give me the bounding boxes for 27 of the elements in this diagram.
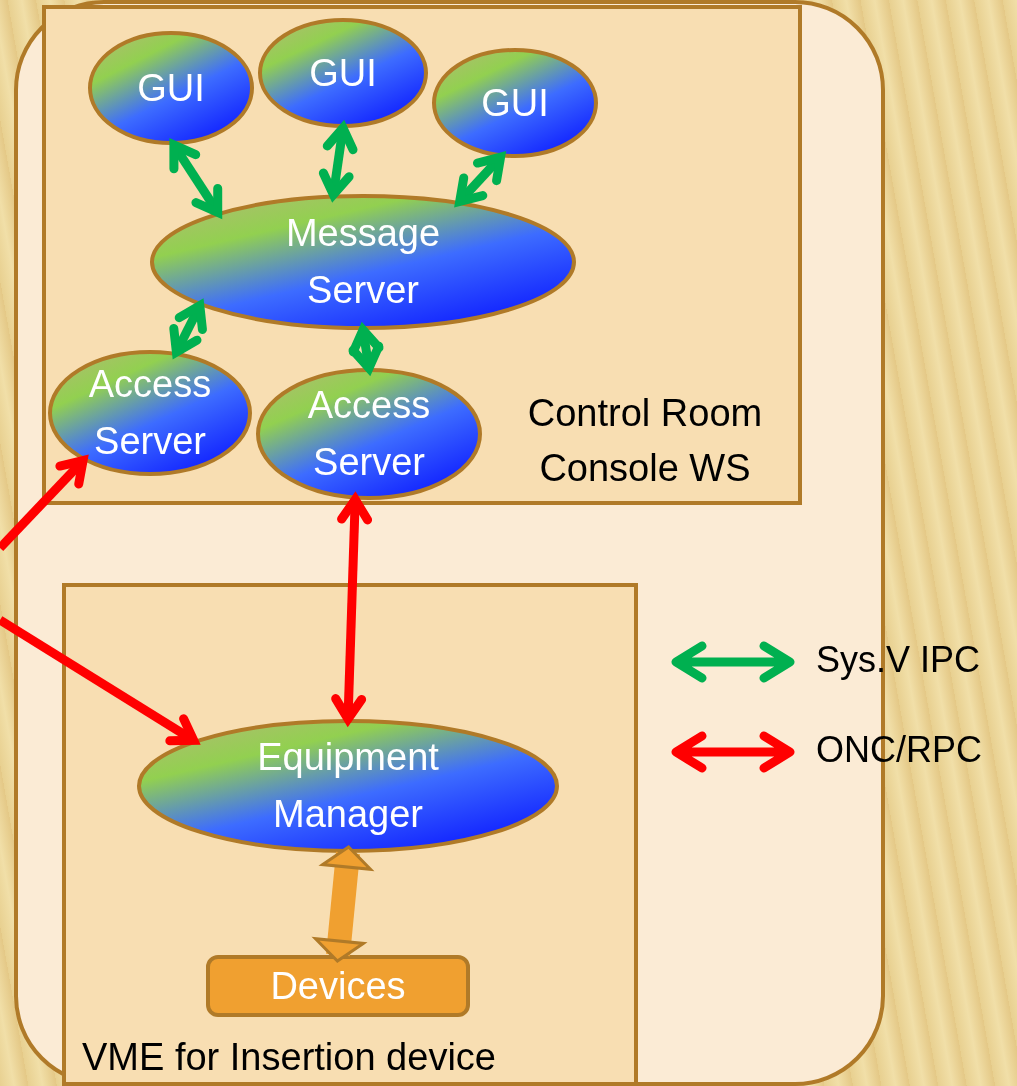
group-label: VME for Insertion device — [82, 1035, 497, 1080]
node-label: Devices — [270, 963, 406, 1009]
node-label: GUI — [480, 80, 550, 126]
process-ellipse — [258, 18, 428, 128]
arrow — [169, 140, 223, 217]
arrow — [0, 456, 88, 552]
legend-label: ONC/RPC — [816, 729, 982, 771]
device-box — [206, 955, 470, 1017]
node-label: Access Server — [87, 362, 213, 464]
group-label: Control Room Console WS — [526, 391, 764, 492]
node-label: GUI — [308, 50, 378, 96]
process-ellipse — [137, 719, 559, 853]
node-label: Message Server — [284, 211, 442, 313]
node-label: Equipment Manager — [256, 735, 440, 837]
process-ellipse — [256, 368, 482, 500]
block-arrow — [314, 845, 372, 963]
group-box — [42, 5, 802, 505]
group-box — [62, 583, 638, 1086]
process-ellipse — [150, 194, 576, 330]
node-label: GUI — [136, 65, 206, 111]
process-ellipse — [48, 350, 252, 476]
process-ellipse — [432, 48, 598, 158]
arrow — [0, 616, 199, 746]
arrow — [455, 152, 506, 206]
node-label: Access Server — [306, 383, 432, 485]
process-ellipse — [88, 31, 254, 145]
arrow — [169, 301, 207, 357]
